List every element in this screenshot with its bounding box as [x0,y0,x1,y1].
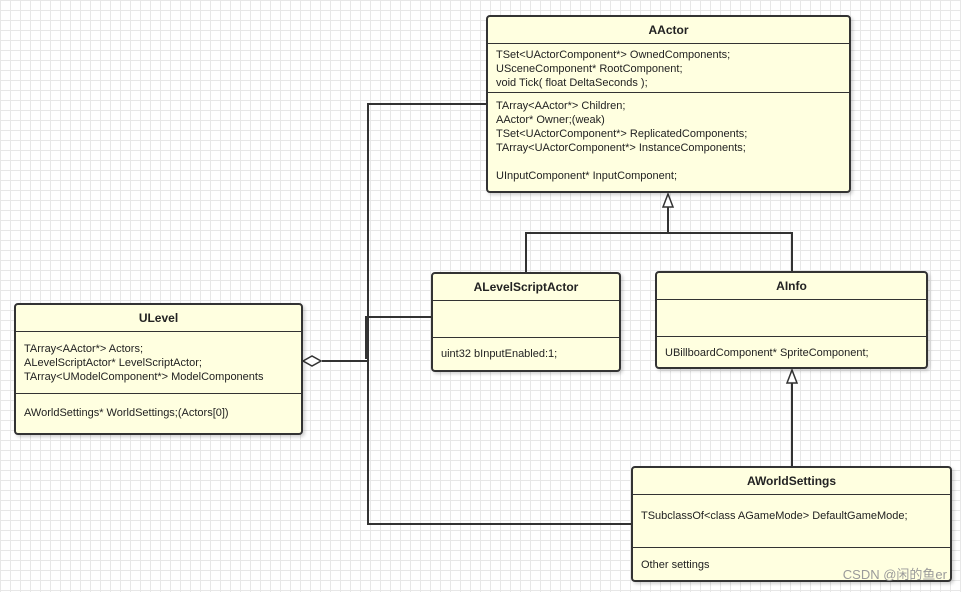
inherit-ainfo-aactor [668,232,793,271]
fields-section: TSet<UActorComponent*> OwnedComponents; … [488,44,849,92]
field: AActor* Owner;(weak) [496,114,605,126]
aggregation-ulevel-alevelscriptactor [365,316,431,359]
inherit-alevelscriptactor-aactor [525,207,669,272]
class-title: ALevelScriptActor [433,274,619,301]
class-title: AActor [488,17,849,44]
field: AWorldSettings* WorldSettings;(Actors[0]… [24,407,229,419]
aggregation-ulevel-aworldsettings [367,361,631,525]
field: TSubclassOf<class AGameMode> DefaultGame… [641,510,908,522]
fields-section: TArray<AActor*> Actors; ALevelScriptActo… [16,332,301,393]
inherit-arrowhead-ainfo [785,367,799,384]
class-title: AInfo [657,273,926,300]
aggregation-diamond [301,355,323,367]
field: USceneComponent* RootComponent; [496,63,683,75]
aggregation-ulevel-aactor [322,103,486,362]
fields-section [433,301,619,337]
class-title: AWorldSettings [633,468,950,495]
members-section: Other settings [633,547,950,576]
blank-line: ​ [496,155,841,169]
field: TArray<AActor*> Actors; [24,343,144,355]
field: TArray<UActorComponent*> InstanceCompone… [496,142,746,154]
fields-section: TSubclassOf<class AGameMode> DefaultGame… [633,495,950,547]
field: Other settings [641,559,710,571]
field: UInputComponent* InputComponent; [496,170,678,182]
class-ulevel[interactable]: ULevel TArray<AActor*> Actors; ALevelScr… [14,303,303,435]
field: uint32 bInputEnabled:1; [441,348,558,360]
members-section: TArray<AActor*> Children; AActor* Owner;… [488,92,849,187]
field: TArray<UModelComponent*> ModelComponents [24,371,264,383]
class-title: ULevel [16,305,301,332]
field: TSet<UActorComponent*> ReplicatedCompone… [496,128,748,140]
field: TArray<AActor*> Children; [496,100,626,112]
field: UBillboardComponent* SpriteComponent; [665,347,869,359]
members-section: uint32 bInputEnabled:1; [433,337,619,365]
field: TSet<UActorComponent*> OwnedComponents; [496,49,731,61]
fields-section [657,300,926,336]
watermark: CSDN @闲的鱼er [842,567,947,582]
inherit-arrowhead-aactor [661,191,675,208]
field: ALevelScriptActor* LevelScriptActor; [24,357,202,369]
class-aworldsettings[interactable]: AWorldSettings TSubclassOf<class AGameMo… [631,466,952,582]
class-aactor[interactable]: AActor TSet<UActorComponent*> OwnedCompo… [486,15,851,193]
members-section: UBillboardComponent* SpriteComponent; [657,336,926,364]
members-section: AWorldSettings* WorldSettings;(Actors[0]… [16,393,301,424]
method: void Tick( float DeltaSeconds ); [496,77,648,89]
class-alevelscriptactor[interactable]: ALevelScriptActor uint32 bInputEnabled:1… [431,272,621,372]
class-ainfo[interactable]: AInfo UBillboardComponent* SpriteCompone… [655,271,928,369]
